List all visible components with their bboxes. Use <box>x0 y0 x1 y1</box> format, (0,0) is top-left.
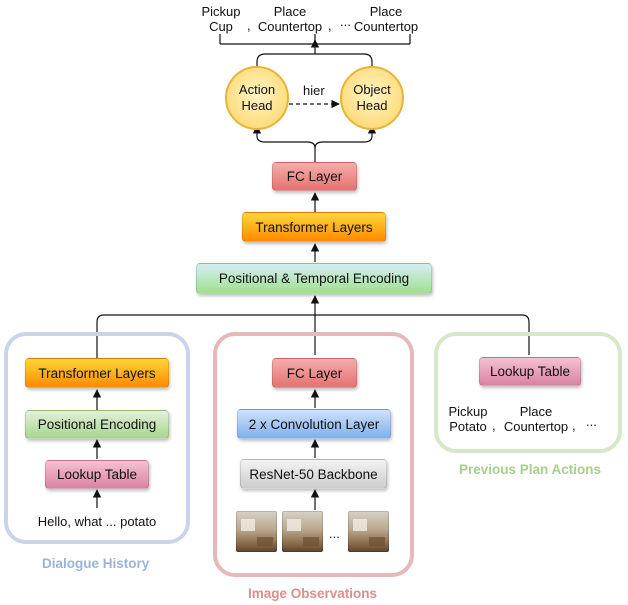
dialogue-history-panel <box>4 332 190 544</box>
object-head-out-line <box>315 53 373 84</box>
plan-comma-2: , <box>572 418 576 433</box>
plan-action-2: Place Countertop <box>503 404 569 434</box>
plan-lookup-table: Lookup Table <box>479 357 581 386</box>
previous-plan-actions-caption: Previous Plan Actions <box>459 462 602 477</box>
observation-image-3 <box>348 511 389 552</box>
output-comma-1: , <box>247 18 251 33</box>
observation-image-2 <box>282 511 323 552</box>
dialogue-positional-encoding: Positional Encoding <box>25 410 169 439</box>
observation-image-1 <box>236 511 277 552</box>
dialogue-transformer-layers: Transformer Layers <box>25 358 169 388</box>
action-head-out-line <box>256 53 315 84</box>
main-fc-layer: FC Layer <box>272 162 357 191</box>
output-comma-2: , <box>328 18 332 33</box>
dialogue-history-caption: Dialogue History <box>42 556 150 571</box>
image-observations-caption: Image Observations <box>248 586 378 601</box>
dialogue-lookup-table: Lookup Table <box>45 460 149 489</box>
resnet-backbone: ResNet-50 Backbone <box>240 459 387 489</box>
plan-action-1: Pickup Potato <box>448 404 488 434</box>
plan-ellipsis: ... <box>586 414 597 429</box>
output-action-3: Place Countertop <box>353 4 419 34</box>
output-action-1: Pickup Cup <box>201 4 241 34</box>
main-transformer-layers: Transformer Layers <box>242 212 386 242</box>
output-bracket <box>219 34 411 45</box>
observation-ellipsis: ... <box>329 526 340 541</box>
merge-bus <box>96 314 530 358</box>
previous-plan-actions-panel <box>434 332 622 453</box>
action-head: Action Head <box>225 66 289 130</box>
fc-to-action-line <box>252 125 316 162</box>
plan-comma-1: , <box>492 418 496 433</box>
object-head: Object Head <box>340 66 404 130</box>
dialogue-input-text: Hello, what ... potato <box>37 514 157 529</box>
hier-label: hier <box>303 83 325 98</box>
positional-temporal-encoding: Positional & Temporal Encoding <box>196 263 432 294</box>
output-action-2: Place Countertop <box>257 4 323 34</box>
fc-to-object-line <box>314 125 377 149</box>
image-observations-panel <box>213 332 414 577</box>
image-fc-layer: FC Layer <box>272 358 357 388</box>
output-ellipsis: ... <box>340 14 351 29</box>
convolution-layer: 2 x Convolution Layer <box>237 409 391 439</box>
